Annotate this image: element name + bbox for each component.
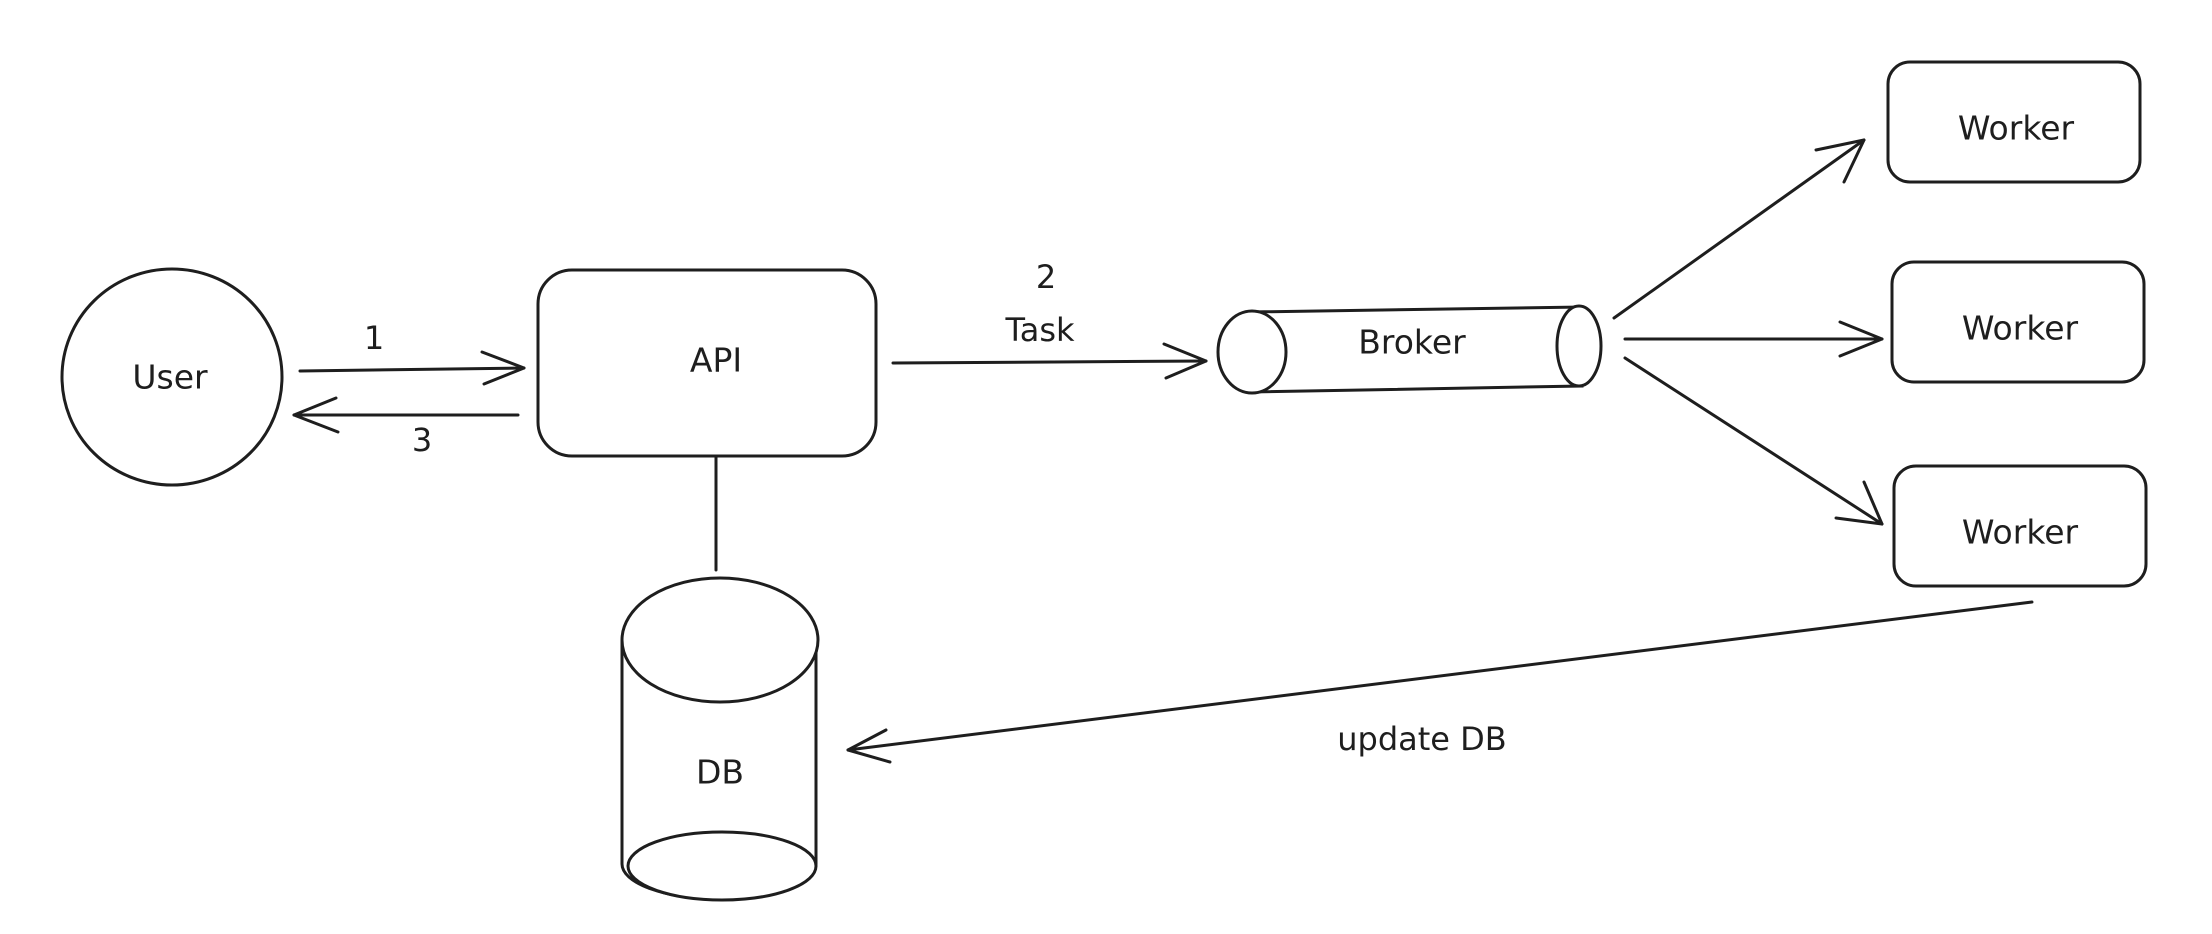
arrow-worker-to-db [846,600,2034,764]
api-node[interactable]: API [536,268,878,458]
edge-label-2: 2 [1036,258,1056,296]
worker-label-1: Worker [1958,109,2075,148]
worker-node-2[interactable]: Worker [1890,260,2146,384]
db-label: DB [696,753,744,792]
arrow-api-to-broker [891,342,1208,380]
db-node[interactable]: DB [620,576,820,902]
edge-label-3: 3 [412,421,432,459]
user-node[interactable]: User [60,267,284,487]
worker-node-1[interactable]: Worker [1886,60,2142,184]
user-label: User [132,358,208,397]
arrow-broker-to-worker-1 [1612,138,1866,320]
worker-label-2: Worker [1962,309,2079,348]
edge-label-update-db: update DB [1337,720,1507,758]
broker-node[interactable]: Broker [1216,304,1603,395]
worker-node-3[interactable]: Worker [1892,464,2148,588]
broker-label: Broker [1358,323,1466,362]
arrow-user-to-api [298,350,526,386]
edge-label-task: Task [1004,311,1075,349]
api-label: API [690,341,742,380]
edge-label-1: 1 [364,319,384,357]
arrow-broker-to-worker-3 [1623,356,1884,526]
arrow-api-to-user [292,396,520,434]
arrow-broker-to-worker-2 [1623,320,1884,358]
worker-label-3: Worker [1962,513,2079,552]
